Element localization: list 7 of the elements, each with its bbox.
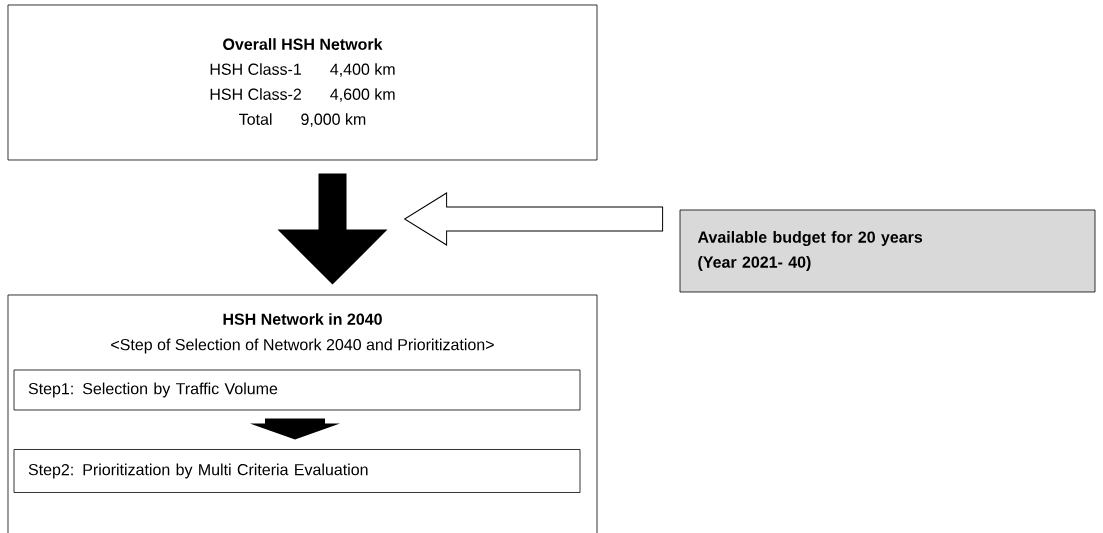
hollow-arrow <box>404 192 664 246</box>
arrow <box>277 173 388 285</box>
step-box: Step1: Selection by Traffic Volume <box>13 369 581 411</box>
budget-box: Available budget for 20 years (Year 2021- 40) <box>679 209 1096 293</box>
step-box: Step2: Prioritization by Multi Criteria Evaluation <box>13 449 581 493</box>
network-box: Overall HSH Network HSH Class-1 4,400 km HSH Class-2 4,600 km Total 9,000 km <box>7 4 598 161</box>
arrow <box>250 418 340 440</box>
